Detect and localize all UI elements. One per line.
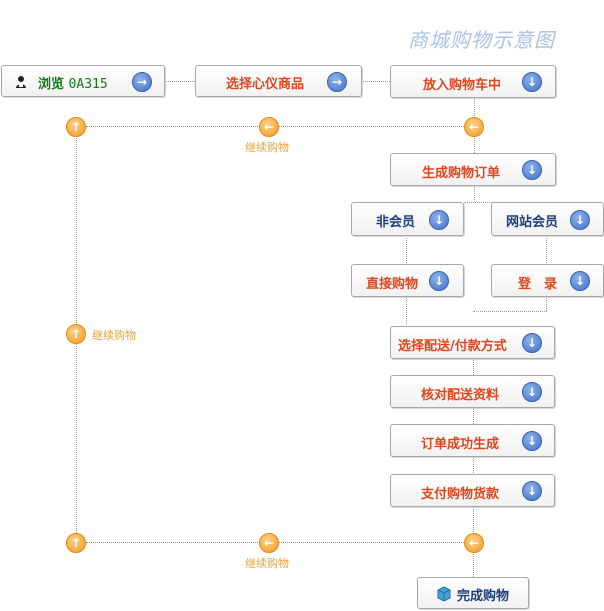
connector-line: [362, 81, 390, 82]
arrow-down-icon: ↓: [429, 210, 449, 230]
generate-order-label: 生成购物订单: [422, 166, 501, 181]
browse-code: 0A315: [68, 77, 108, 92]
non-member-label: 非会员: [376, 215, 416, 230]
diagram-title: 商城购物示意图: [408, 28, 555, 52]
non-member-node[interactable]: 非会员 ↓: [351, 202, 464, 236]
login-node[interactable]: 登 录 ↓: [491, 264, 604, 297]
connector-line: [474, 186, 475, 202]
continue-shopping-caption: 继续购物: [245, 557, 289, 570]
browse-label: 浏览 0A315: [38, 73, 108, 92]
connector-line: [474, 135, 475, 153]
arrow-down-icon: ↓: [522, 382, 542, 402]
arrow-left-icon: ←: [259, 533, 279, 553]
pay-label: 支付购物货款: [421, 487, 500, 502]
connector-line: [76, 136, 77, 323]
connector-line: [473, 457, 474, 473]
shipping-payment-label: 选择配送/付款方式: [398, 339, 507, 354]
connector-line: [406, 297, 407, 325]
add-to-cart-label: 放入购物车中: [423, 78, 502, 93]
package-icon: [437, 586, 451, 602]
continue-shopping-caption: 继续购物: [245, 141, 289, 154]
connector-line: [165, 81, 195, 82]
browse-node[interactable]: 浏览 0A315 →: [1, 65, 165, 97]
arrow-right-icon: →: [327, 72, 347, 92]
login-label: 登 录: [518, 277, 558, 292]
connector-line: [473, 359, 474, 375]
connector-line: [76, 343, 77, 533]
arrow-down-icon: ↓: [522, 431, 542, 451]
arrow-down-icon: ↓: [522, 72, 542, 92]
direct-buy-label: 直接购物: [366, 277, 419, 292]
order-success-node[interactable]: 订单成功生成 ↓: [390, 424, 555, 457]
select-product-node[interactable]: 选择心仪商品 →: [195, 65, 362, 97]
complete-shopping-node[interactable]: 完成购物: [417, 577, 529, 609]
generate-order-node[interactable]: 生成购物订单 ↓: [390, 153, 556, 186]
connector-line: [474, 98, 475, 118]
arrow-left-icon: ←: [464, 533, 484, 553]
arrow-down-icon: ↓: [522, 160, 542, 180]
connector-line: [546, 297, 547, 311]
connector-line: [473, 311, 547, 312]
arrow-down-icon: ↓: [522, 481, 542, 501]
continue-shopping-caption: 继续购物: [92, 329, 136, 342]
connector-line: [473, 552, 474, 577]
arrow-left-icon: ←: [259, 117, 279, 137]
connector-line: [473, 408, 474, 424]
connector-line: [464, 202, 492, 203]
arrow-down-icon: ↓: [522, 333, 542, 353]
connector-line: [473, 507, 474, 532]
arrow-down-icon: ↓: [570, 271, 590, 291]
arrow-left-icon: ←: [464, 117, 484, 137]
member-label: 网站会员: [506, 215, 559, 230]
arrow-up-icon: ↑: [66, 533, 86, 553]
select-product-label: 选择心仪商品: [226, 77, 305, 92]
user-icon: [16, 76, 26, 88]
arrow-right-icon: →: [132, 72, 152, 92]
arrow-up-icon: ↑: [66, 117, 86, 137]
arrow-up-icon: ↑: [66, 324, 86, 344]
verify-shipping-node[interactable]: 核对配送资料 ↓: [390, 375, 555, 408]
verify-shipping-label: 核对配送资料: [421, 388, 500, 403]
browse-text: 浏览: [38, 77, 65, 92]
add-to-cart-node[interactable]: 放入购物车中 ↓: [390, 65, 556, 98]
connector-line: [546, 236, 547, 263]
shipping-payment-node[interactable]: 选择配送/付款方式 ↓: [390, 326, 555, 359]
complete-shopping-label: 完成购物: [457, 589, 510, 604]
connector-line: [406, 236, 407, 263]
member-node[interactable]: 网站会员 ↓: [491, 202, 604, 236]
arrow-down-icon: ↓: [570, 210, 590, 230]
order-success-label: 订单成功生成: [421, 437, 500, 452]
arrow-down-icon: ↓: [429, 271, 449, 291]
direct-buy-node[interactable]: 直接购物 ↓: [351, 264, 464, 297]
pay-node[interactable]: 支付购物货款 ↓: [390, 474, 555, 507]
